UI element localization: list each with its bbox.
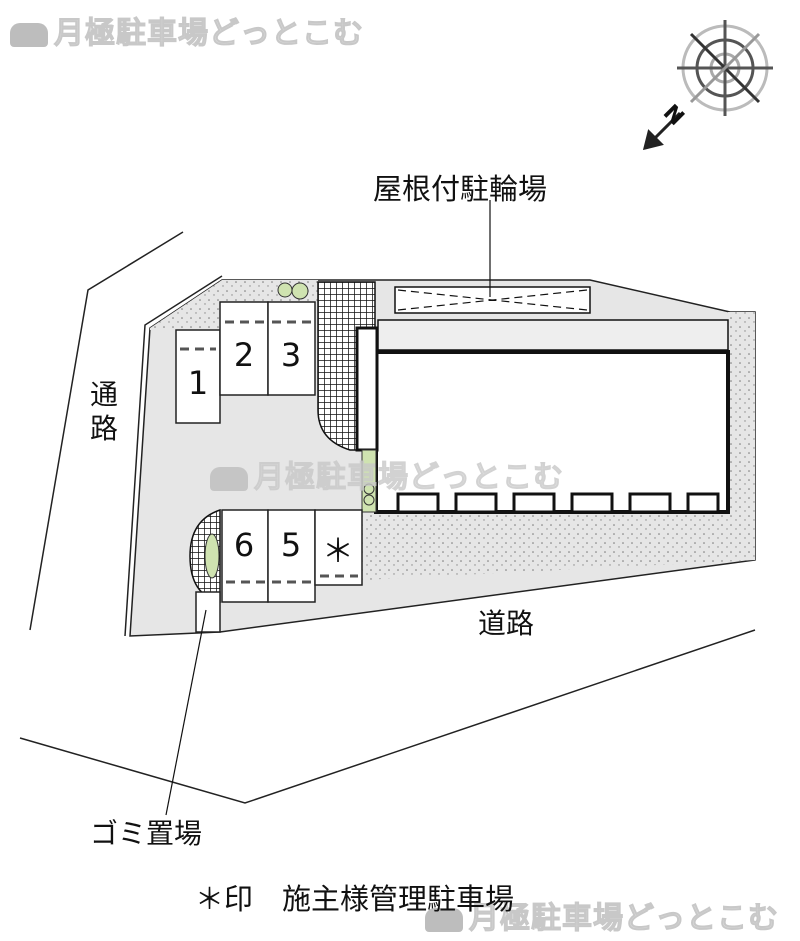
car-icon — [210, 466, 248, 491]
shrubs — [277, 282, 377, 513]
garbage-area — [195, 591, 221, 633]
parking-spaces — [175, 301, 363, 603]
space-3: 3 — [280, 336, 302, 374]
car-icon — [10, 22, 48, 47]
space-2: 2 — [233, 336, 255, 374]
road-label: 道路 — [478, 607, 535, 640]
stipple-area-top — [150, 280, 318, 330]
space-5: 5 — [280, 526, 302, 564]
bike-parking-label: 屋根付駐輪場 — [373, 172, 548, 206]
compass-icon — [642, 20, 773, 151]
watermark-top: 月極駐車場どっとこむ — [10, 8, 364, 52]
space-6: 6 — [233, 526, 255, 564]
garbage-label: ゴミ置場 — [90, 817, 203, 850]
car-icon — [425, 907, 463, 932]
balcony-bumps — [396, 492, 720, 514]
side-path-label: 通路 — [90, 378, 119, 445]
space-1: 1 — [187, 364, 209, 402]
road-lines — [19, 231, 756, 804]
space-owner: ＊ — [321, 532, 354, 570]
footnote: ＊印 施主様管理駐車場 — [195, 882, 515, 916]
watermark-bottom: 月極駐車場どっとこむ — [425, 893, 779, 937]
watermark-center: 月極駐車場どっとこむ — [210, 452, 564, 496]
